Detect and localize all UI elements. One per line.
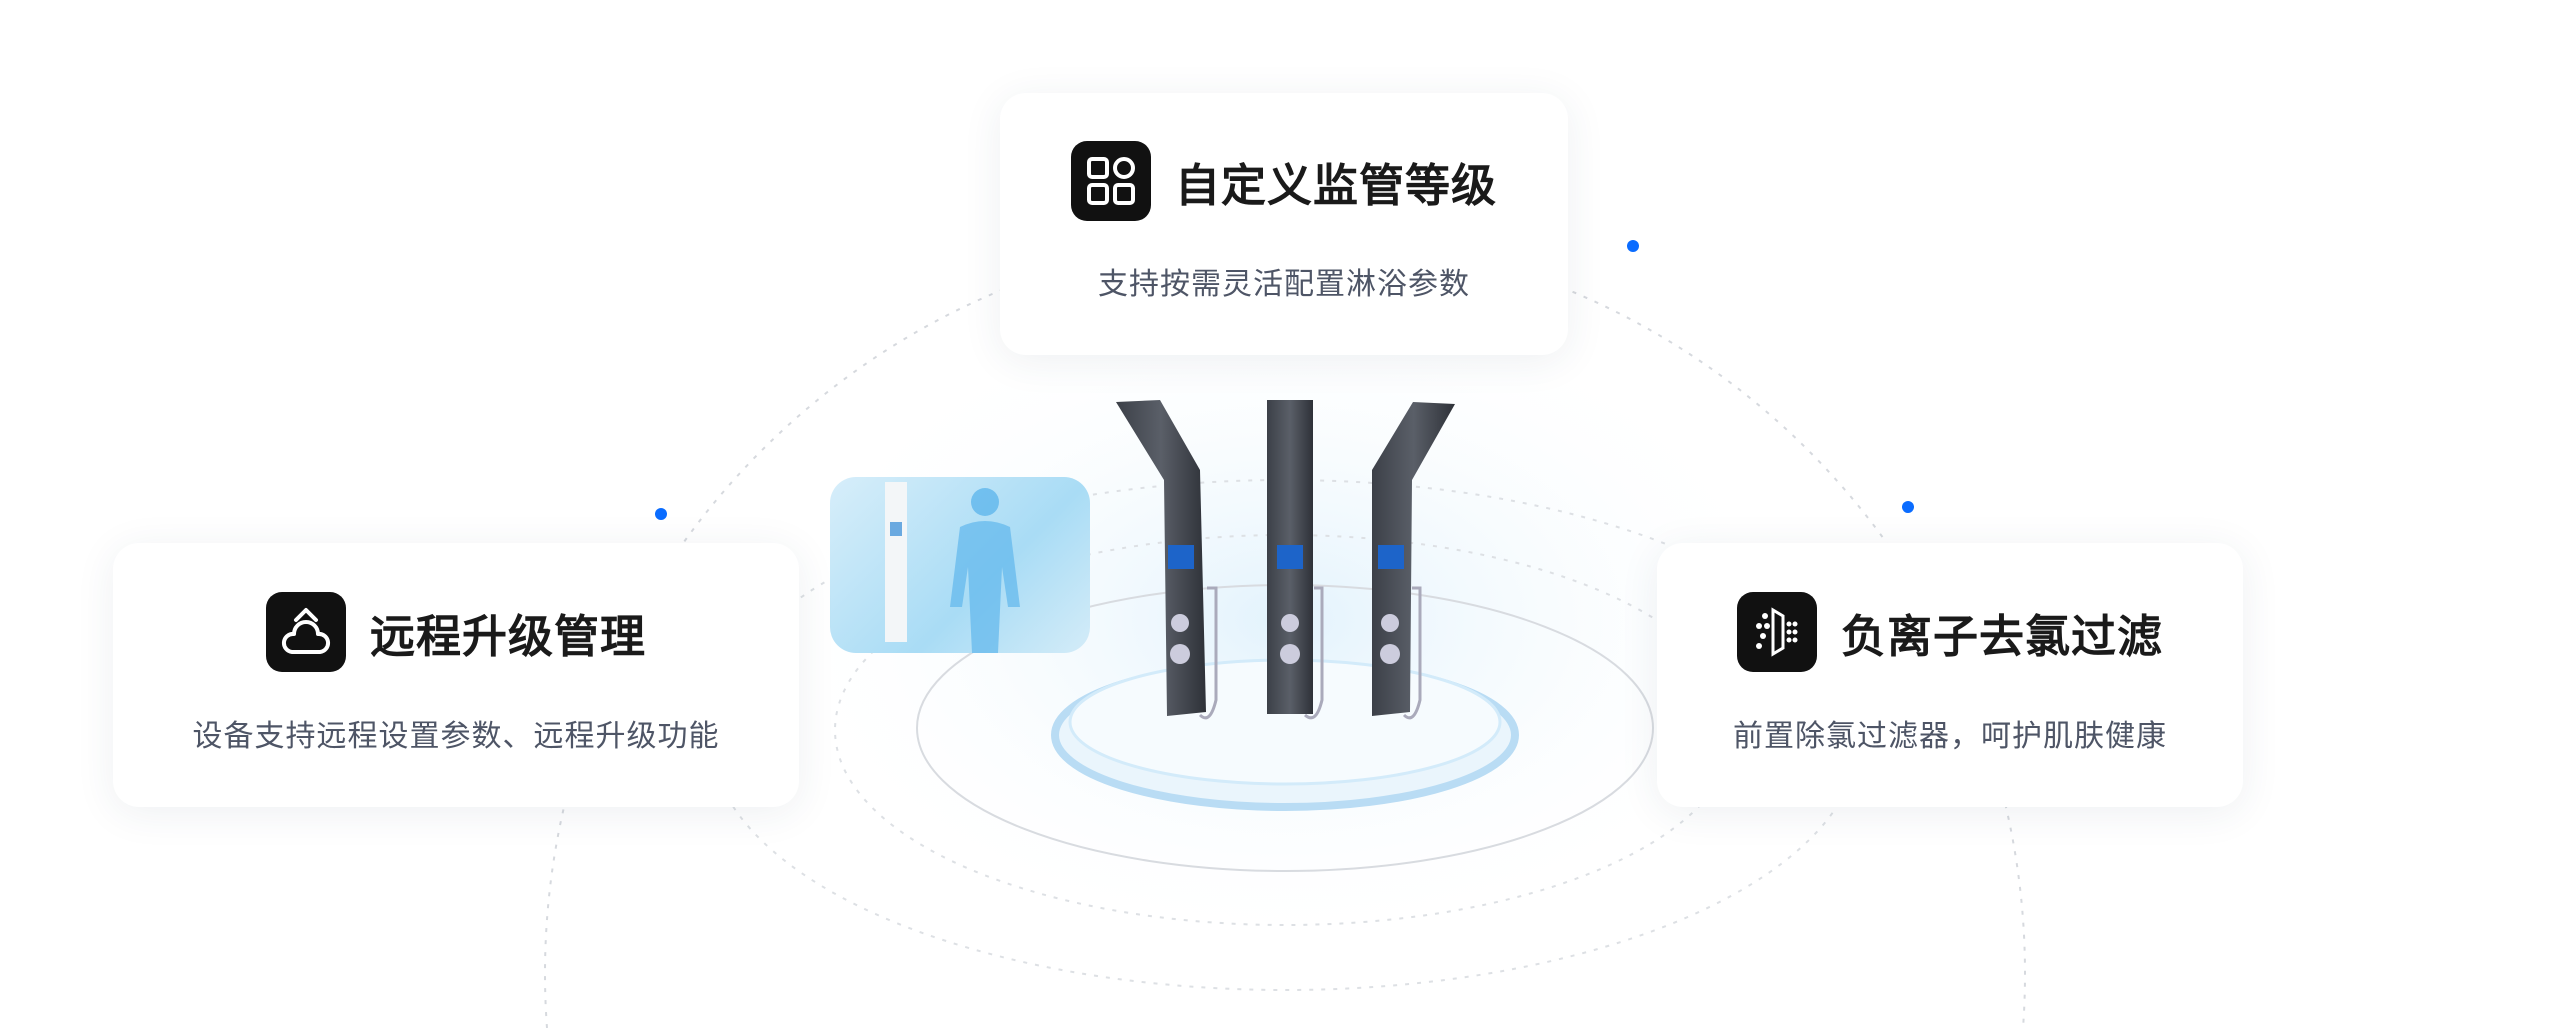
feature-title: 负离子去氯过滤 <box>1840 609 2163 663</box>
marker-dot <box>1902 501 1914 513</box>
cloud-upload-icon <box>265 592 346 672</box>
shower-panel <box>1116 400 1218 720</box>
feature-title: 自定义监管等级 <box>1174 158 1497 212</box>
feature-description: 前置除氯过滤器，呵护肌肤健康 <box>1733 719 2167 754</box>
feature-title: 远程升级管理 <box>369 609 646 663</box>
feature-description: 设备支持远程设置参数、远程升级功能 <box>192 719 720 754</box>
feature-card-filter: 负离子去氯过滤 前置除氯过滤器，呵护肌肤健康 <box>1657 543 2243 807</box>
shower-panel <box>1372 402 1455 720</box>
grid-apps-icon <box>1070 141 1151 221</box>
marker-dot <box>1627 240 1639 252</box>
body-scan-image <box>830 477 1090 653</box>
feature-card-remote-upgrade: 远程升级管理 设备支持远程设置参数、远程升级功能 <box>113 543 799 807</box>
filter-icon <box>1736 592 1817 672</box>
marker-dot <box>655 508 667 520</box>
feature-description: 支持按需灵活配置淋浴参数 <box>1098 267 1470 302</box>
human-figure-icon <box>885 482 1020 653</box>
feature-card-custom-level: 自定义监管等级 支持按需灵活配置淋浴参数 <box>1000 93 1568 355</box>
shower-panel <box>1267 400 1324 720</box>
